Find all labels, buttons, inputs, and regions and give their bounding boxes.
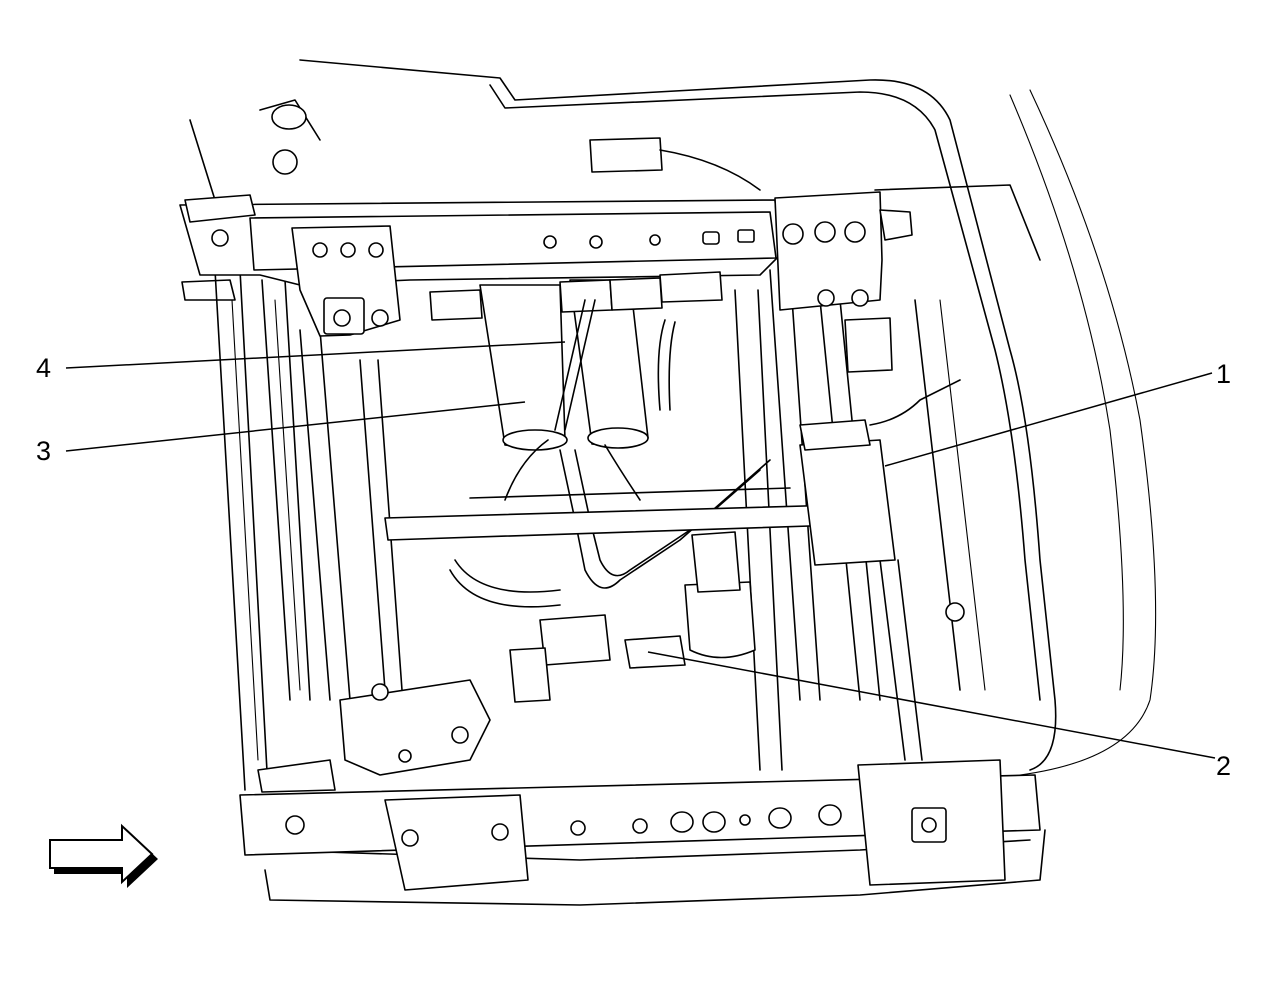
callout-labels: 1 2 3 4 [36, 353, 1231, 781]
leader-line-2 [647, 651, 1216, 759]
upper-cross-bracket [179, 194, 781, 337]
upper-bolt-details [271, 104, 761, 191]
cross-tube [384, 487, 841, 541]
lower-electrical-connector [509, 531, 965, 703]
callout-4: 4 [36, 353, 51, 383]
right-upper-bracket [774, 184, 1041, 311]
left-seat-track [214, 269, 403, 791]
seat-adjuster-module [799, 317, 961, 566]
motor-wire-harness [449, 299, 771, 608]
callout-1: 1 [1216, 359, 1231, 389]
seat-pan-outline [189, 59, 1157, 906]
leader-lines [65, 341, 1216, 759]
callout-2: 2 [1216, 751, 1231, 781]
callout-3: 3 [36, 436, 51, 466]
front-direction-arrow-icon [49, 823, 158, 888]
lower-pivot-bracket [257, 679, 491, 793]
adjuster-motor-rear [429, 284, 568, 451]
leader-line-1 [884, 372, 1213, 467]
adjuster-motor-front [559, 271, 723, 449]
leader-line-3 [65, 401, 526, 452]
leader-line-4 [65, 341, 566, 369]
lower-cross-bracket [239, 759, 1041, 891]
